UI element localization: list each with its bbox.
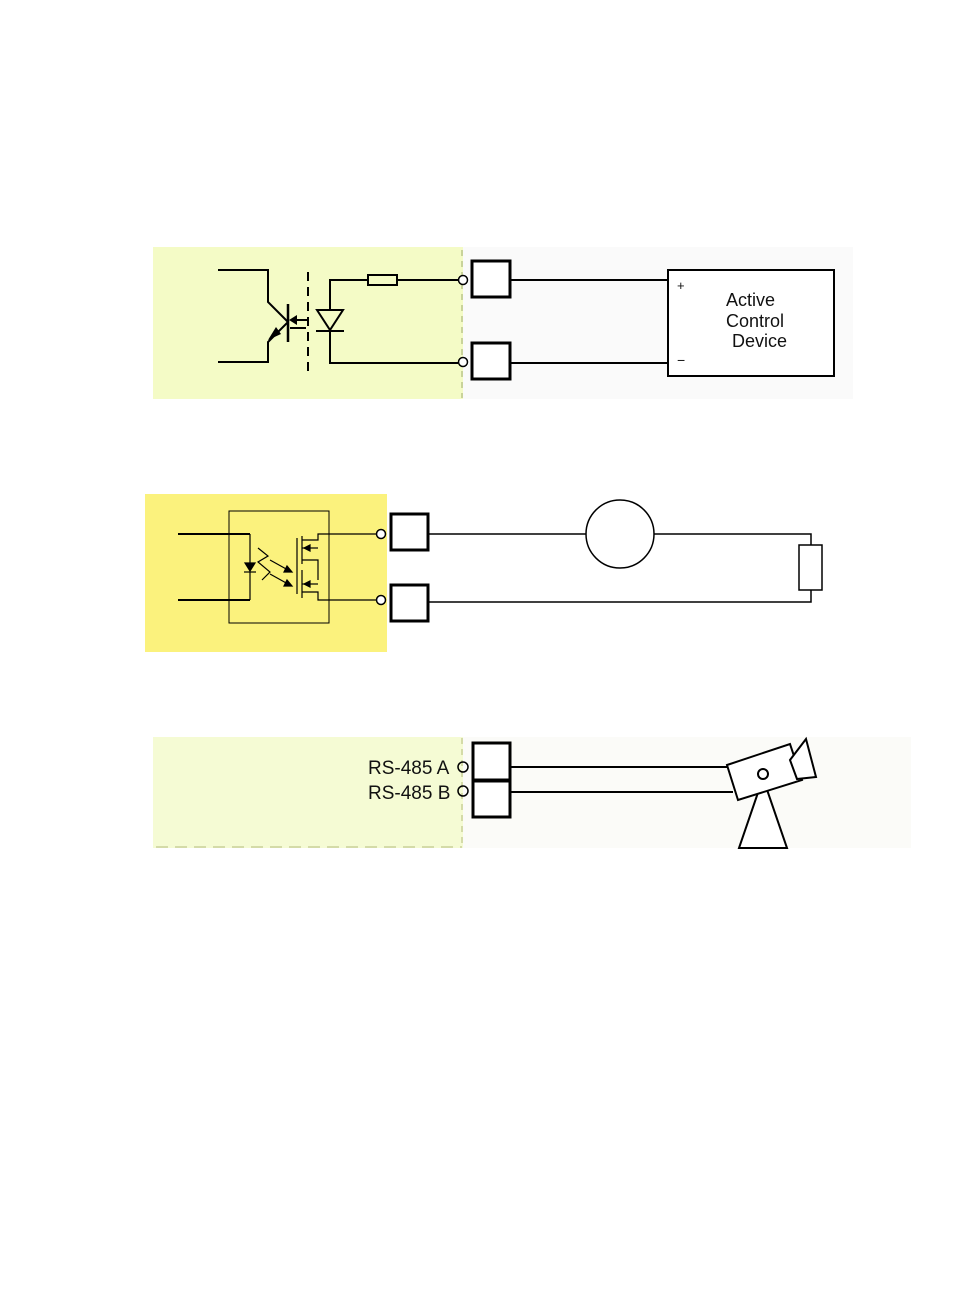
terminal-dot-bottom xyxy=(459,358,468,367)
rs485-a-label: RS-485 A xyxy=(368,758,450,779)
device-label-line1: Active xyxy=(726,290,775,310)
relay-load-circuit xyxy=(428,500,822,602)
terminal-dot-top xyxy=(459,276,468,285)
device-plus-label: + xyxy=(677,278,685,293)
relay-terminal-dot-top xyxy=(377,530,386,539)
diagram-rs485-camera: RS-485 A RS-485 B xyxy=(153,737,911,848)
diagram-active-control-input: + − Active Control Device xyxy=(153,247,853,399)
relay-terminal-dot-bottom xyxy=(377,596,386,605)
io-module-panel-yellow xyxy=(145,494,387,652)
relay-terminal-block-top xyxy=(391,514,428,550)
device-label-line2: Control xyxy=(726,311,784,331)
load-resistor-symbol xyxy=(799,545,822,590)
rs485-b-label: RS-485 B xyxy=(368,783,450,804)
camera-pivot-icon xyxy=(758,769,768,779)
terminal-block-top xyxy=(472,261,510,297)
rs485-a-terminal-block xyxy=(473,743,510,780)
terminal-block-bottom xyxy=(472,343,510,379)
diagram-relay-output xyxy=(145,494,822,652)
relay-terminal-block-bottom xyxy=(391,585,428,621)
device-label-line3: Device xyxy=(732,331,787,351)
device-minus-label: − xyxy=(677,352,685,368)
rs485-b-terminal-block xyxy=(473,781,510,817)
power-source-symbol xyxy=(586,500,654,568)
